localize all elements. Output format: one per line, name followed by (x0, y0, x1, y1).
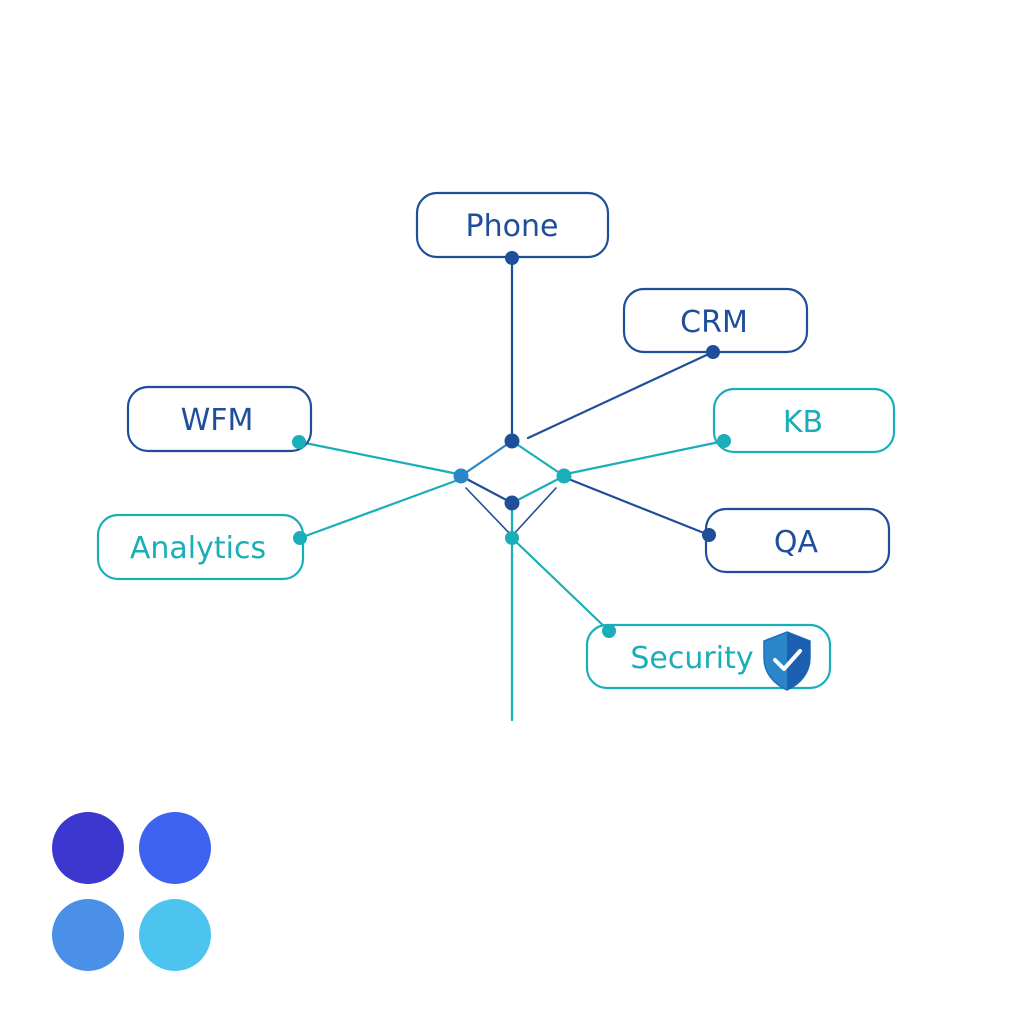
node-label-security: Security (630, 641, 753, 676)
connector-qa (564, 476, 711, 537)
connector-dot (292, 435, 306, 449)
node-label-qa: QA (774, 525, 819, 560)
hub-edge (510, 439, 566, 478)
hub-edge (511, 487, 557, 537)
node-label-wfm: WFM (181, 403, 254, 438)
palette-swatch-4 (139, 899, 211, 971)
connector-dot (293, 531, 307, 545)
hub-edge (510, 474, 566, 505)
palette-swatch-1 (52, 812, 124, 884)
hub-edge (459, 439, 514, 478)
shield-check-icon (763, 631, 811, 691)
hub-edge (459, 474, 514, 505)
node-box-kb (712, 387, 896, 454)
hub-dot (504, 433, 520, 449)
connector-dot (505, 251, 519, 265)
node-label-crm: CRM (680, 305, 748, 340)
connector-dot (602, 624, 616, 638)
connector-kb (564, 439, 726, 476)
connector-wfm (298, 440, 460, 476)
node-box-analytics (96, 513, 305, 581)
connector-dot (702, 528, 716, 542)
node-box-wfm (126, 385, 313, 453)
hub-dot (556, 468, 572, 484)
connector-security (510, 536, 611, 633)
node-label-phone: Phone (466, 209, 559, 244)
connector-crm (526, 350, 715, 440)
node-label-kb: KB (783, 405, 823, 440)
hub-dot (505, 531, 519, 545)
hub-dot (504, 495, 520, 511)
node-label-analytics: Analytics (130, 531, 266, 566)
connector-dot (717, 434, 731, 448)
palette-swatch-3 (52, 899, 124, 971)
connector-analytics (298, 478, 460, 540)
hub-dot (453, 468, 469, 484)
palette-swatch-2 (139, 812, 211, 884)
hub-edge (465, 487, 513, 537)
connector-dot (706, 345, 720, 359)
